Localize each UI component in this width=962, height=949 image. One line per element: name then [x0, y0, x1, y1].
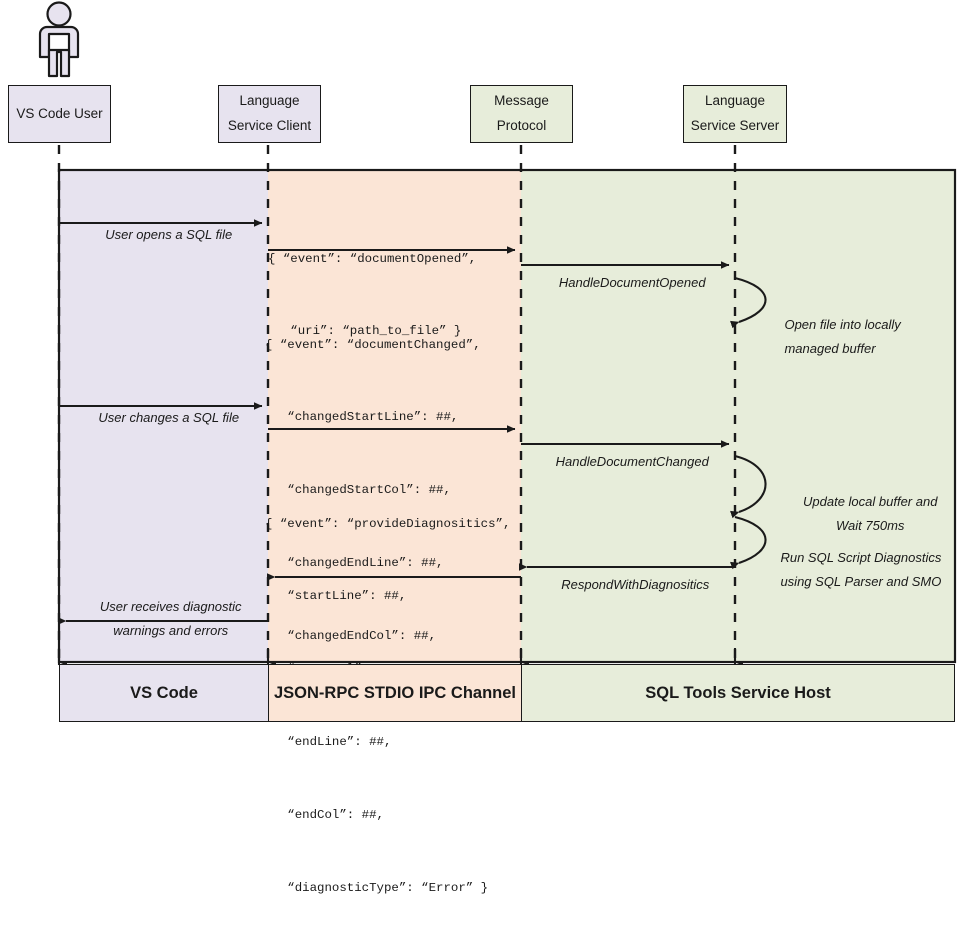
note-run-diagnostics-line2: using SQL Parser and SMO	[780, 574, 942, 590]
label-user-opens-file: User opens a SQL file	[59, 198, 264, 272]
label-handle-document-opened: HandleDocumentOpened	[521, 246, 729, 320]
json-document-opened: { “event”: “documentOpened”, “uri”: “pat…	[268, 198, 518, 392]
json-provide-diagnositics-line-5: “diagnosticType”: “Error” }	[265, 881, 489, 896]
note-update-buffer-line1: Update local buffer and	[803, 493, 938, 509]
respond-with-diagnositics-text: RespondWithDiagnositics	[561, 576, 710, 592]
arc-open-file-buffer	[729, 276, 767, 329]
label-respond-with-diagnositics: RespondWithDiagnositics	[524, 548, 732, 622]
footer-json-rpc-label: JSON-RPC STDIO IPC Channel	[273, 683, 517, 702]
handle-document-changed-text: HandleDocumentChanged	[555, 453, 709, 469]
lifeline-user-line1: VS Code User	[16, 105, 103, 121]
label-user-changes-line1: User changes a SQL file	[98, 409, 240, 425]
note-run-diagnostics: Run SQL Script Diagnostics using SQL Par…	[766, 521, 960, 620]
arc-update-buffer-wait	[729, 454, 767, 519]
json-provide-diagnositics-line-0: { “event”: “provideDiagnositics”,	[265, 516, 511, 531]
label-user-opens-line1: User opens a SQL file	[105, 226, 233, 242]
json-document-opened-line-0: { “event”: “documentOpened”,	[268, 251, 477, 266]
footer-json-rpc[interactable]: JSON-RPC STDIO IPC Channel	[268, 664, 522, 722]
lifeline-protocol-line1: Message	[494, 93, 549, 109]
json-provide-diagnositics-line-3: “endLine”: ##,	[265, 735, 392, 750]
footer-vs-code-label: VS Code	[130, 683, 198, 702]
lifeline-server-line1: Language	[704, 93, 766, 109]
label-user-receives-line1: User receives diagnostic	[99, 598, 242, 614]
label-handle-document-changed: HandleDocumentChanged	[521, 425, 729, 499]
lifeline-client-line2: Service Client	[227, 118, 312, 133]
lifeline-header-server[interactable]: Language Service Server	[683, 85, 787, 143]
json-document-changed-line-1: “changedStartLine”: ##,	[265, 410, 459, 425]
note-open-file-buffer-line1: Open file into locally	[784, 316, 901, 332]
lifeline-header-client[interactable]: Language Service Client	[218, 85, 321, 143]
json-document-changed-line-4: “changedEndCol”: ##,	[265, 629, 437, 644]
footer-sql-tools[interactable]: SQL Tools Service Host	[521, 664, 955, 722]
json-document-changed-line-2: “changedStartCol”: ##,	[265, 483, 451, 498]
lifeline-protocol-line2: Protocol	[496, 118, 547, 133]
label-user-receives-diagnostics: User receives diagnostic warnings and er…	[59, 570, 268, 669]
json-provide-diagnositics-line-1: “startLine”: ##,	[265, 589, 407, 604]
self-call-arcs	[729, 276, 767, 570]
json-provide-diagnositics-line-4: “endCol”: ##,	[265, 808, 384, 823]
footer-vs-code[interactable]: VS Code	[59, 664, 269, 722]
json-document-opened-line-1: “uri”: “path_to_file” }	[268, 324, 462, 339]
label-user-changes-file: User changes a SQL file	[59, 381, 264, 455]
handle-document-opened-text: HandleDocumentOpened	[558, 274, 706, 290]
lifeline-server-line2: Service Server	[690, 118, 780, 133]
label-user-receives-line2: warnings and errors	[113, 623, 229, 639]
sequence-diagram: VS Code User Language Service Client Mes…	[8, 1, 960, 895]
note-open-file-buffer: Open file into locally managed buffer	[770, 288, 956, 387]
note-update-buffer-wait: Update local buffer and Wait 750ms	[770, 465, 956, 564]
note-open-file-buffer-line2: managed buffer	[784, 341, 876, 357]
note-run-diagnostics-line1: Run SQL Script Diagnostics	[780, 549, 942, 565]
lifeline-client-line1: Language	[239, 93, 300, 109]
json-document-changed-line-3: “changedEndLine”: ##,	[265, 556, 444, 571]
footer-sql-tools-label: SQL Tools Service Host	[645, 683, 831, 702]
arc-run-diagnostics	[729, 515, 767, 570]
lifeline-header-user[interactable]: VS Code User	[8, 85, 111, 143]
note-update-buffer-line2: Wait 750ms	[836, 518, 905, 534]
person-icon	[38, 1, 80, 78]
lifeline-header-protocol[interactable]: Message Protocol	[470, 85, 573, 143]
json-document-changed-line-0: { “event”: “documentChanged”,	[265, 337, 481, 352]
